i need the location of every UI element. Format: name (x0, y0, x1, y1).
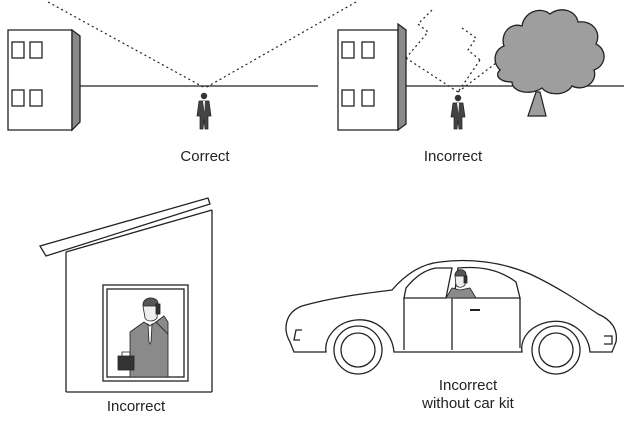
person-standing (196, 92, 212, 130)
panel-incorrect-car (285, 259, 618, 375)
driver-on-phone (445, 269, 477, 299)
car-wheel-front (333, 325, 383, 375)
caption-incorrect-house: Incorrect (106, 398, 166, 415)
house (39, 197, 213, 393)
building-left (7, 28, 81, 132)
caption-correct: Correct (180, 148, 230, 165)
caption-incorrect-tree: Incorrect (423, 148, 483, 165)
panel-incorrect-house (39, 197, 213, 393)
caption-incorrect-car: Incorrect without car kit (388, 377, 548, 413)
signal-path (47, 1, 357, 89)
building-right (337, 22, 407, 132)
person-on-phone-in-window (117, 297, 169, 378)
caption-incorrect-car-line1: Incorrect (438, 377, 498, 394)
panel-incorrect-tree (337, 9, 624, 132)
caption-incorrect-car-line2: without car kit (422, 395, 514, 412)
car-wheel-rear (531, 325, 581, 375)
person-standing (450, 94, 466, 130)
panel-correct (7, 1, 357, 132)
signal-path-blocked (405, 9, 501, 93)
tree (494, 9, 605, 117)
